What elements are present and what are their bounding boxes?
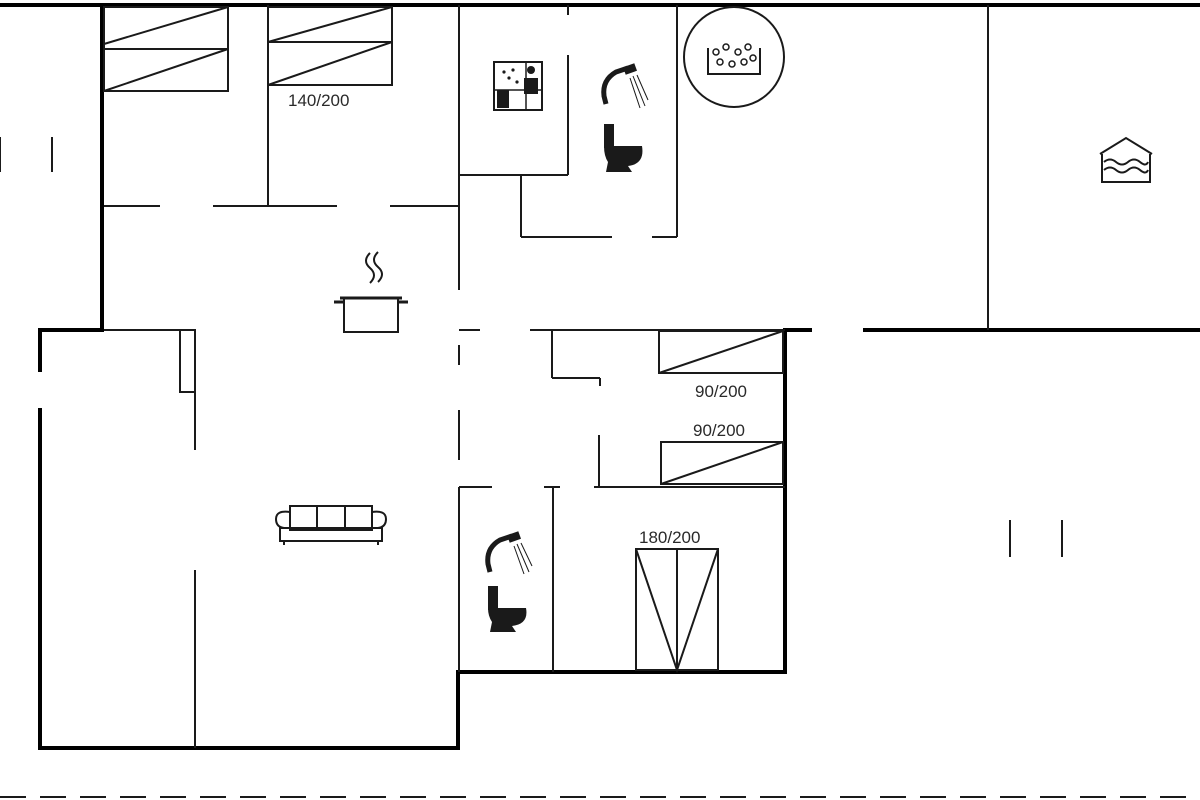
sauna-icon: [493, 61, 543, 111]
exterior-walls: [0, 3, 1200, 750]
toilet-icon: [488, 586, 527, 632]
bed-icon: [658, 330, 784, 374]
bed-label-double-lower: 180/200: [639, 528, 700, 547]
whirlpool-icon: [683, 6, 785, 108]
interior-walls: [0, 5, 1063, 748]
bed-icon: [660, 441, 784, 485]
toilet-icon: [604, 124, 643, 172]
bed-label-single-lower: 90/200: [693, 421, 745, 440]
bed-label-top-double: 140/200: [288, 91, 349, 110]
stove-icon: [334, 251, 408, 333]
bed-icon: [267, 6, 393, 86]
shower-icon: [485, 531, 533, 575]
bed-label-single-upper: 90/200: [695, 382, 747, 401]
sofa-icon: [274, 505, 388, 545]
shower-icon: [601, 63, 649, 109]
bed-icon: [635, 548, 719, 674]
pool-icon: [1099, 136, 1153, 183]
bed-icon: [103, 6, 229, 92]
